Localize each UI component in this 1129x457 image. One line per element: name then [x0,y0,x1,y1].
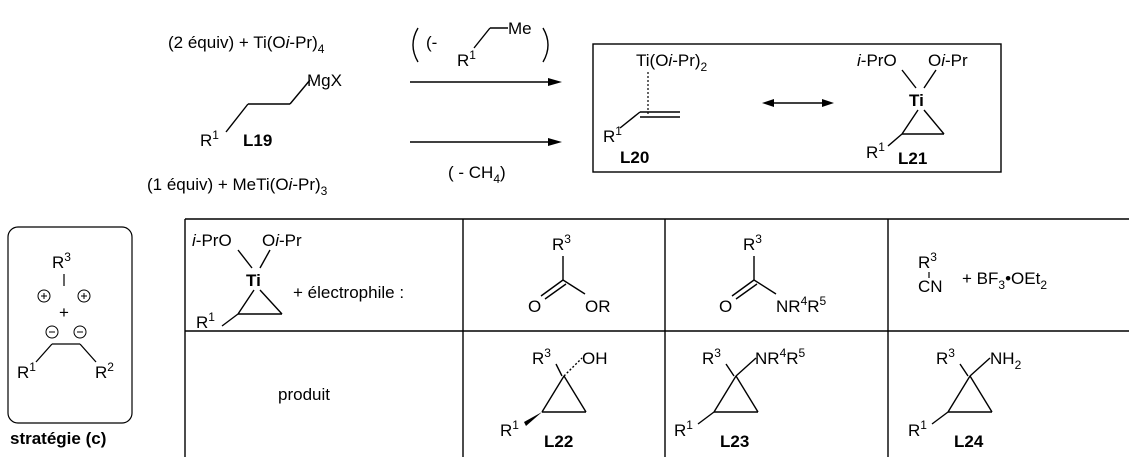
svg-text:Oi-Pr: Oi-Pr [262,231,302,250]
svg-text:Ti: Ti [909,91,924,110]
svg-text:Me: Me [508,19,532,38]
svg-text:O: O [528,297,541,316]
svg-text:R1: R1 [457,48,476,70]
svg-text:MgX: MgX [307,71,342,90]
svg-text:R1: R1 [908,418,927,440]
svg-text:L20: L20 [620,148,649,167]
svg-text:NR4R5: NR4R5 [776,294,827,316]
reagent-ti-oipr4: (2 équiv) + Ti(Oi-Pr)4 [168,33,325,56]
electrophile-nitrile: R3 CN + BF3•OEt2 [918,250,1047,296]
svg-text:R3: R3 [552,232,571,254]
svg-text:R2: R2 [95,360,114,382]
svg-text:R3: R3 [532,346,551,368]
svg-text:L22: L22 [544,432,573,451]
svg-text:(-: (- [426,33,437,52]
svg-text:Ti: Ti [246,271,261,290]
svg-text:Ti(Oi-Pr)2: Ti(Oi-Pr)2 [636,51,708,74]
reagent-meti-oipr3: (1 équiv) + MeTi(Oi-Pr)3 [147,175,328,198]
strategy-c-synthon: R3 + R1 R2 [17,250,114,382]
complex-l20: Ti(Oi-Pr)2 R1 L20 [603,51,708,167]
produit-label: produit [278,385,330,404]
svg-text:R1: R1 [17,360,36,382]
svg-text:CN: CN [918,277,943,296]
svg-text:OR: OR [585,297,611,316]
electrophile-ester: R3 O OR [528,232,611,316]
svg-text:R1: R1 [196,310,215,332]
svg-text:OH: OH [582,349,608,368]
svg-text:R3: R3 [743,232,762,254]
table-cell-titanacycle: i-PrO Oi-Pr Ti R1 + électrophile : [192,231,404,332]
svg-text:R3: R3 [702,346,721,368]
electrophile-amide: R3 O NR4R5 [719,232,827,316]
svg-text:NH2: NH2 [990,349,1022,372]
byproduct-alkane: (- Me R1 [412,19,549,70]
svg-text:Oi-Pr: Oi-Pr [928,51,968,70]
svg-text:R3: R3 [936,346,955,368]
titanacyclopropane-l21: i-PrO Oi-Pr Ti R1 L21 [857,51,968,168]
svg-text:R3: R3 [918,250,937,272]
strategy-caption: stratégie (c) [10,429,106,448]
product-l22: R3 OH R1 L22 [500,346,608,451]
svg-text:R1: R1 [674,418,693,440]
svg-text:R1: R1 [866,140,885,162]
svg-text:R1: R1 [603,124,622,146]
resonance-arrow [762,99,834,107]
electrophile-table-grid [184,218,1129,457]
product-l24: R3 NH2 R1 L24 [908,346,1022,451]
strategy-box [7,226,133,424]
product-l23: R3 NR4R5 R1 L23 [674,346,806,451]
svg-text:NR4R5: NR4R5 [755,346,806,368]
svg-text:O: O [719,297,732,316]
svg-text:+ BF3•OEt2: + BF3•OEt2 [962,269,1047,292]
byproduct-methane: ( - CH4) [448,163,506,186]
titanacycle-box [592,43,1002,173]
svg-text:i-PrO: i-PrO [192,231,232,250]
svg-text:L21: L21 [898,149,927,168]
grignard-l19: MgX R1 L19 [200,71,342,150]
svg-text:L23: L23 [720,432,749,451]
svg-text:L24: L24 [954,432,984,451]
svg-text:L19: L19 [243,131,272,150]
svg-text:R1: R1 [200,128,219,150]
svg-text:+ électrophile :: + électrophile : [293,283,404,302]
svg-text:+: + [59,303,69,322]
svg-text:i-PrO: i-PrO [857,51,897,70]
svg-text:R1: R1 [500,418,519,440]
svg-text:R3: R3 [52,250,71,272]
